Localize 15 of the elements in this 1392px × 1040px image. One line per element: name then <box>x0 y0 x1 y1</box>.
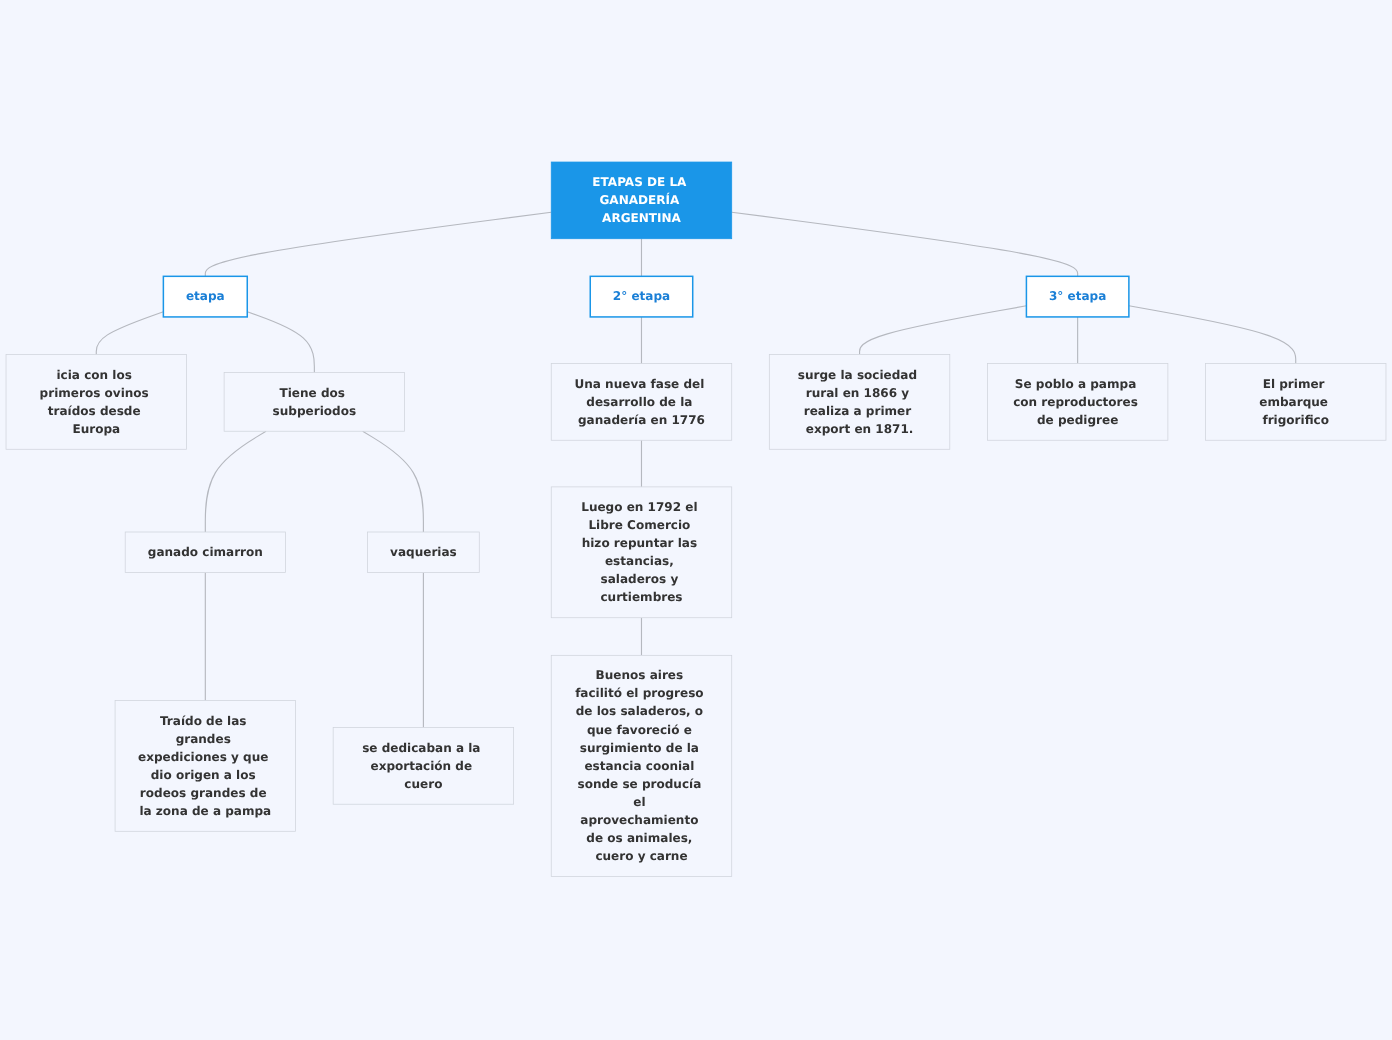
connector <box>1077 317 1079 365</box>
connector <box>1128 306 1297 365</box>
connector <box>204 431 267 534</box>
connector <box>204 212 552 278</box>
connector <box>95 311 164 356</box>
connector <box>422 572 424 729</box>
connector <box>640 440 643 489</box>
connector <box>640 617 643 657</box>
connector <box>859 306 1027 356</box>
connector <box>640 238 643 278</box>
connector <box>362 431 424 534</box>
connector <box>731 212 1079 278</box>
connector <box>640 317 643 365</box>
connector <box>246 311 315 374</box>
connector <box>204 572 206 702</box>
